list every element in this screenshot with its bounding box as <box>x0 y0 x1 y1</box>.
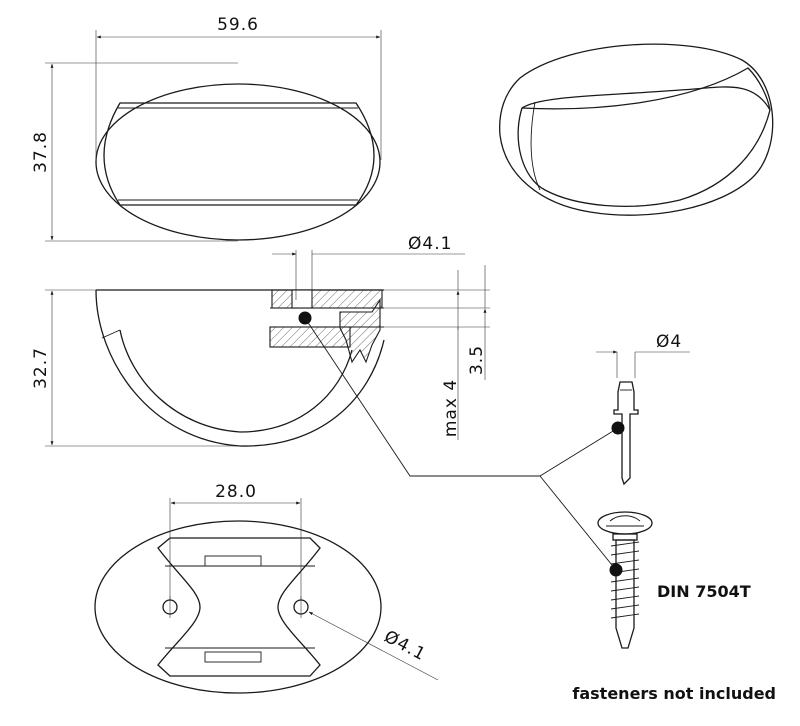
rivet-body <box>613 381 639 486</box>
fastener-note: fasteners not included <box>572 684 776 703</box>
rivet: Ø4 <box>596 332 690 486</box>
rivet-diameter: Ø4 <box>656 332 682 352</box>
screw-standard-label: DIN 7504T <box>657 582 751 601</box>
side-section-view: 32.7 Ø4.1 max 4 3.5 <box>31 234 619 571</box>
bottom-hole-leader <box>308 611 439 681</box>
bottom-view-recess <box>157 537 321 677</box>
isometric-view <box>499 43 774 216</box>
plate-thickness-dimension: 3.5 <box>467 345 487 375</box>
mounting-section-top <box>271 289 383 309</box>
depth-dimension: 32.7 <box>31 347 51 389</box>
side-profile-inner <box>119 329 353 433</box>
max-thickness-dimension: max 4 <box>441 379 461 437</box>
fastener-leader <box>304 317 540 477</box>
bottom-hole-diameter: Ø4.1 <box>381 627 430 666</box>
front-view-lens <box>103 102 375 206</box>
isometric-body <box>499 43 774 216</box>
rivet-marker <box>611 421 625 435</box>
clip-tooth <box>339 298 381 364</box>
bottom-view-outer-outline <box>94 520 382 694</box>
isometric-lens <box>517 86 771 207</box>
top-hole-diameter: Ø4.1 <box>408 234 452 254</box>
mounting-section-bottom <box>269 326 351 348</box>
mounting-slot-top <box>204 555 262 567</box>
self-drilling-screw: DIN 7504T <box>597 511 751 649</box>
front-view: 59.6 37.8 <box>31 15 382 242</box>
screw-marker <box>609 563 623 577</box>
hole-spacing-dimension: 28.0 <box>215 482 257 502</box>
isometric-lens-top <box>521 67 771 111</box>
screw-shank <box>615 539 635 649</box>
height-dimension: 37.8 <box>31 131 51 173</box>
bottom-view: 28.0 Ø4.1 <box>94 482 439 694</box>
width-dimension: 59.6 <box>217 15 259 35</box>
front-view-outer-outline <box>95 83 381 241</box>
mounting-slot-bottom <box>204 651 262 663</box>
